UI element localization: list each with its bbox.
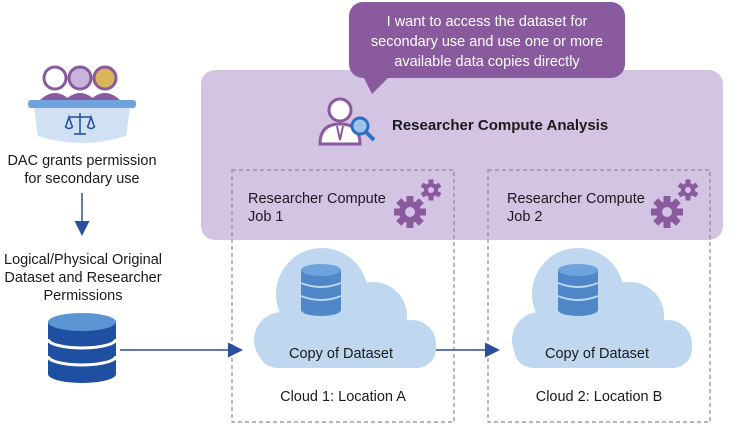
- cloud1-location-label: Cloud 1: Location A: [280, 389, 406, 405]
- database-copy-icon-1: [300, 263, 342, 317]
- speech-bubble: [349, 2, 625, 94]
- researcher-magnifier-icon: [318, 97, 376, 146]
- dac-label: DAC grants permission for secondary use: [7, 153, 157, 187]
- original-dataset-label: Logical/Physical Original Dataset and Re…: [4, 252, 162, 304]
- committee-scales-icon: [28, 65, 136, 143]
- copy-of-dataset-label-2: Copy of Dataset: [545, 346, 649, 362]
- cloud1-boundary: [231, 169, 455, 423]
- copy-of-dataset-label-1: Copy of Dataset: [289, 346, 393, 362]
- cloud2-boundary: [487, 169, 711, 423]
- panel-title: Researcher Compute Analysis: [392, 117, 609, 134]
- compute-job-2-label: Researcher Compute Job 2: [507, 191, 645, 225]
- compute-job-1-label: Researcher Compute Job 1: [248, 191, 386, 225]
- cloud2-location-label: Cloud 2: Location B: [535, 389, 663, 405]
- cloud-shape-1: [254, 248, 436, 368]
- database-copy-icon-2: [557, 263, 599, 317]
- speech-bubble-text: I want to access the dataset for seconda…: [370, 14, 604, 70]
- database-icon: [46, 313, 118, 383]
